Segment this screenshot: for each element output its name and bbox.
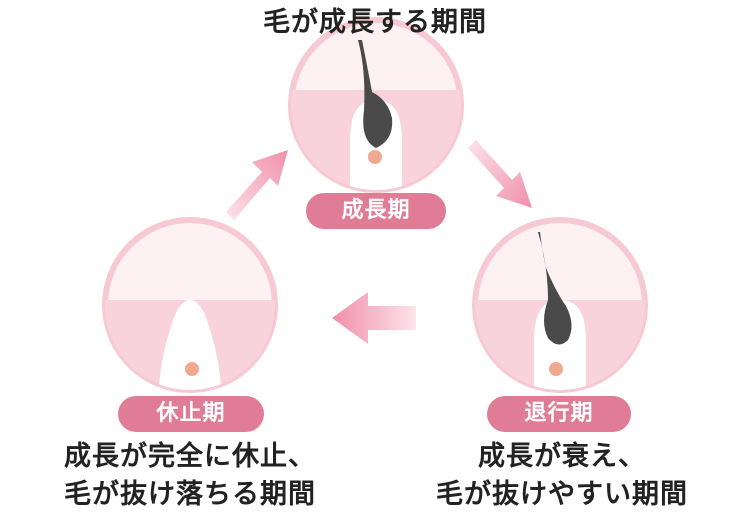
cycle-arrow-icon: [226, 150, 288, 220]
regression-stage-badge: 退行期: [487, 396, 631, 432]
growth-stage-illustration: [288, 17, 464, 193]
hair-papilla-icon: [185, 362, 199, 376]
growth-stage-badge: 成長期: [306, 193, 446, 229]
resting-stage-badge: 休止期: [118, 396, 264, 432]
hair-follicle-icon: [538, 232, 572, 376]
resting-stage-caption: 成長が完全に休止、 毛が抜け落ちる期間: [40, 438, 340, 514]
hair-follicle-icon: [358, 40, 393, 164]
regression-caption-line-1: 成長が衰え、: [478, 441, 646, 472]
resting-caption-line-2: 毛が抜け落ちる期間: [64, 479, 316, 510]
regression-stage-illustration: [472, 217, 648, 393]
regression-stage-caption: 成長が衰え、 毛が抜けやすい期間: [412, 438, 712, 514]
cycle-arrow-icon: [468, 140, 532, 208]
cycle-arrow-icon: [332, 292, 416, 344]
resting-stage-illustration: [102, 217, 278, 393]
resting-caption-line-1: 成長が完全に休止、: [64, 441, 316, 472]
regression-caption-line-2: 毛が抜けやすい期間: [436, 479, 688, 510]
growth-stage-caption: 毛が成長する期間: [263, 7, 487, 38]
